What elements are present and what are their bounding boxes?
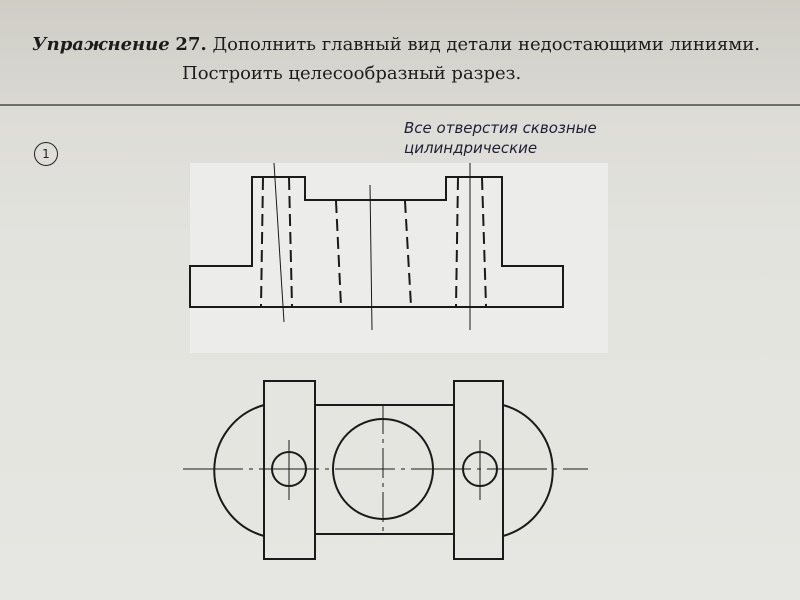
right-semicircle [502,404,554,537]
right-boss [453,380,504,560]
left-boss [263,380,316,560]
exercise-instruction-2: Построить целесообразный разрез. [182,63,522,84]
center-line-middle [369,184,373,331]
hidden-line-1 [260,177,264,307]
left-semicircle [213,404,265,537]
exercise-label: Упражнение [32,34,170,55]
exercise-header: Упражнение 27. Дополнить главный вид дет… [0,0,800,106]
task-number-badge: 1 [34,142,58,166]
exercise-title: Упражнение 27. Дополнить главный вид дет… [32,34,760,55]
front-view [189,162,564,331]
hidden-line-5 [455,177,459,307]
front-view-outline [189,176,564,308]
center-line-left [273,162,285,323]
holes-note: Все отверстия сквозные цилиндрические [404,119,597,157]
top-view [183,380,588,560]
highlight-area [190,163,608,353]
exercise-instruction-1: Дополнить главный вид детали недостающим… [212,34,760,55]
hidden-line-6 [481,177,487,307]
hidden-line-2 [288,177,293,307]
exercise-number: 27. [175,34,207,55]
